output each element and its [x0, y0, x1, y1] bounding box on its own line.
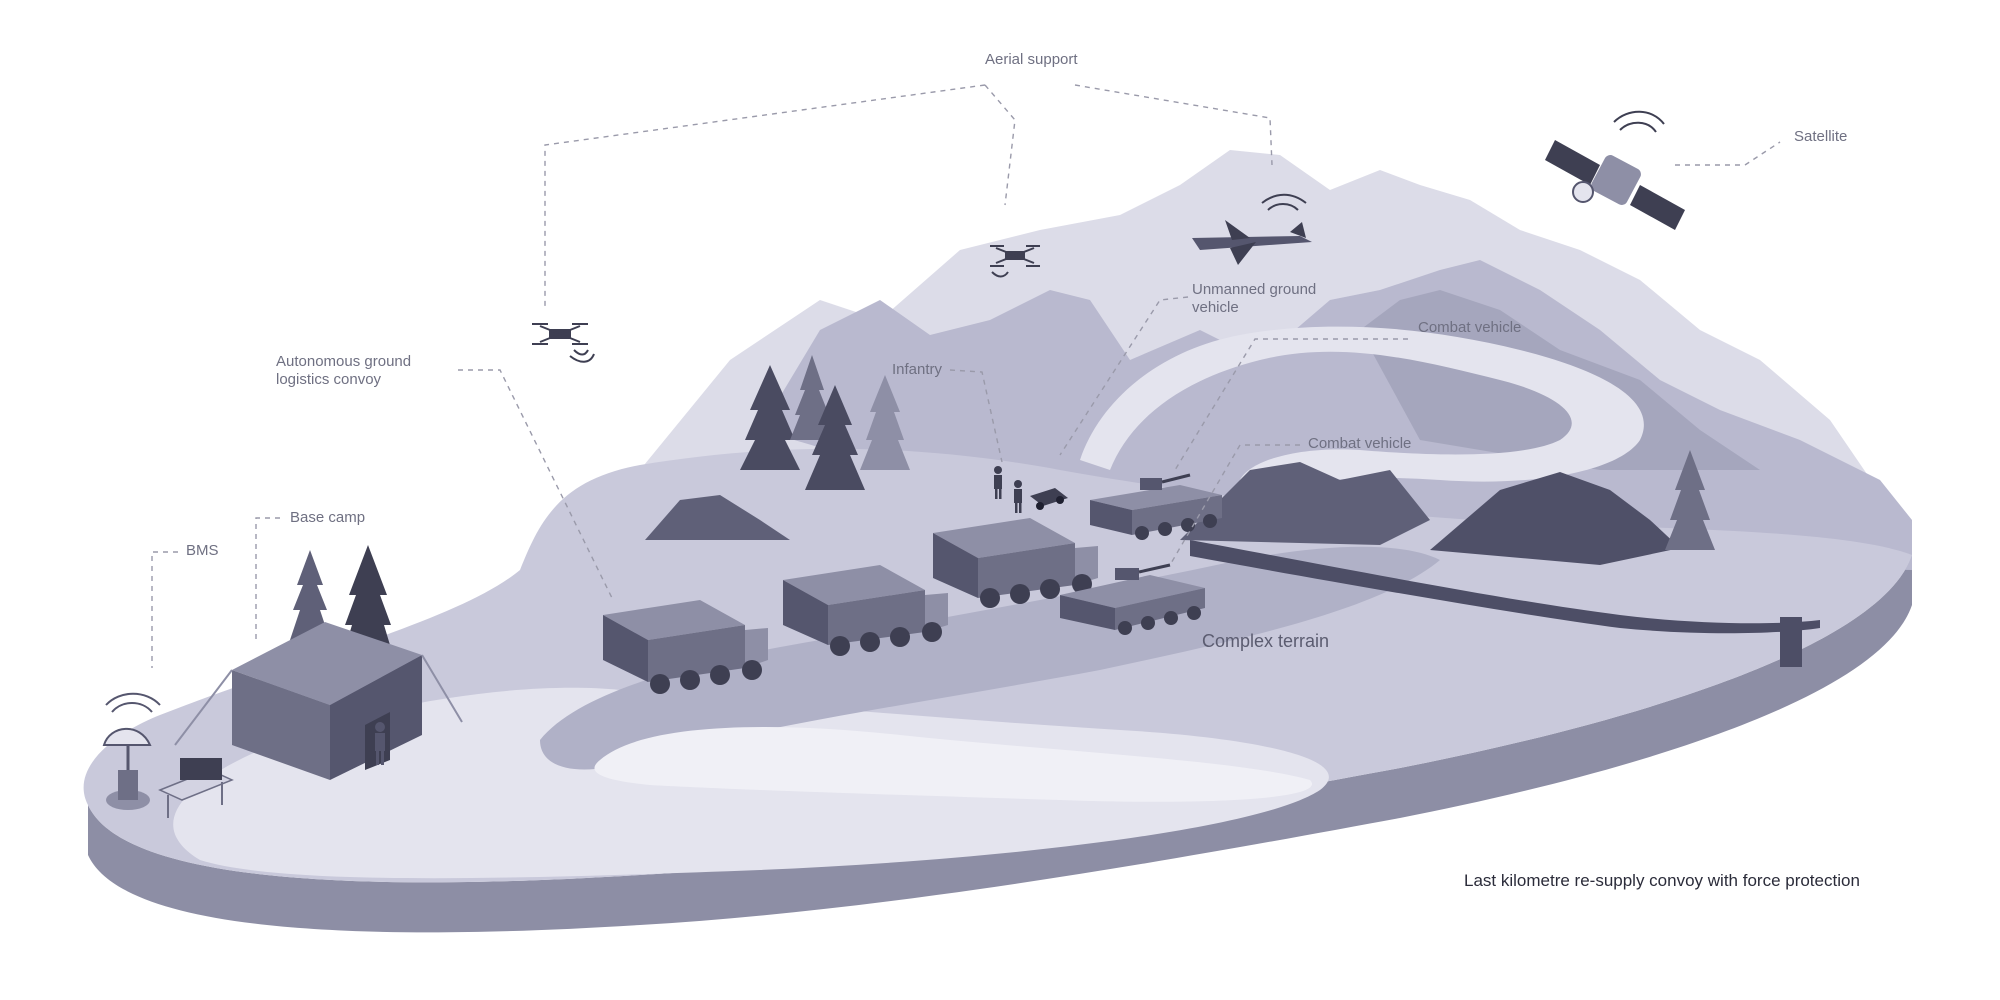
label-satellite: Satellite — [1794, 128, 1848, 145]
tree-group-mountain — [740, 355, 910, 490]
logistics-truck-2 — [783, 565, 948, 656]
bms-workstation — [158, 758, 234, 818]
soldier-figure — [375, 722, 385, 765]
river-channel — [1190, 540, 1820, 634]
logistics-truck-1 — [603, 600, 768, 694]
leader-lines — [151, 84, 1781, 668]
label-aerial-support: Aerial support — [985, 51, 1078, 68]
label-base-camp: Base camp — [290, 509, 366, 526]
tree-right — [1665, 450, 1715, 550]
rock-formation-left — [645, 495, 790, 540]
terrain-slab-side — [88, 555, 1912, 933]
quadcopter-drone-left — [532, 323, 595, 363]
label-infantry: Infantry — [892, 361, 943, 378]
quadcopter-drone-center — [990, 245, 1040, 278]
satellite-illustration — [1545, 110, 1685, 230]
combat-vehicle-upper — [1090, 473, 1222, 540]
terrain-snowfield — [594, 727, 1313, 802]
label-bms: BMS — [186, 542, 219, 559]
label-combat-vehicle-upper: Combat vehicle — [1418, 319, 1522, 336]
figure-caption: Last kilometre re-supply convoy with for… — [1464, 871, 1860, 890]
label-autonomous-convoy: Autonomous ground logistics convoy — [276, 353, 412, 388]
valley-road — [1080, 326, 1644, 490]
combat-vehicle-lower — [1060, 563, 1205, 635]
terrain-road-band — [540, 546, 1440, 770]
rock-formation-center — [1180, 462, 1430, 545]
logistics-truck-3 — [933, 518, 1098, 608]
fixed-wing-drone — [1192, 193, 1312, 265]
label-unmanned-ground-vehicle: Unmanned ground vehicle — [1192, 281, 1317, 316]
label-combat-vehicle-lower: Combat vehicle — [1308, 435, 1412, 452]
unmanned-ground-vehicle — [1030, 488, 1068, 510]
label-complex-terrain: Complex terrain — [1202, 631, 1330, 651]
infantry-figures — [994, 466, 1022, 513]
river-outlet — [1780, 617, 1802, 667]
rock-formation-right — [1430, 472, 1680, 565]
bms-ground-station — [102, 692, 161, 810]
